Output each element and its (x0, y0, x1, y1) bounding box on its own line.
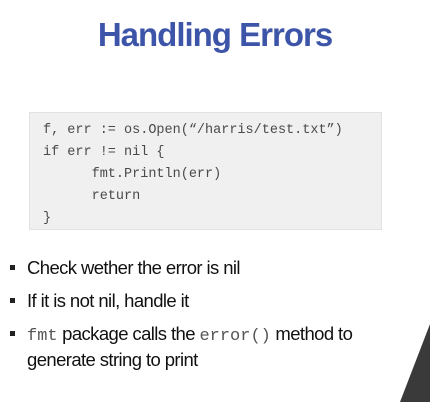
code-line: f, err := os.Open(“/harris/test.txt”) (43, 123, 343, 138)
bullet-icon (10, 330, 15, 336)
list-item: If it is not nil, handle it (10, 289, 189, 312)
bullet-text: If it is not nil, handle it (27, 290, 189, 311)
corner-decoration-icon (400, 324, 430, 402)
bullet-icon (10, 297, 15, 303)
bullet-icon (10, 264, 15, 270)
bullet-text: method to (270, 323, 353, 344)
code-block: f, err := os.Open(“/harris/test.txt”) if… (29, 112, 382, 230)
inline-code: error() (199, 327, 271, 346)
code-line: } (43, 211, 52, 226)
code-line: return (43, 189, 141, 204)
list-item-continuation: generate string to print (27, 349, 198, 370)
inline-code: fmt (27, 327, 58, 346)
bullet-text: Check wether the error is nil (27, 257, 241, 278)
list-item: fmt package calls the error() method to (10, 322, 353, 348)
bullet-text: package calls the (57, 323, 200, 344)
code-line: fmt.Println(err) (43, 167, 222, 182)
code-line: if err != nil { (43, 145, 165, 160)
list-item: Check wether the error is nil (10, 256, 241, 279)
slide-title: Handling Errors (97, 16, 333, 53)
